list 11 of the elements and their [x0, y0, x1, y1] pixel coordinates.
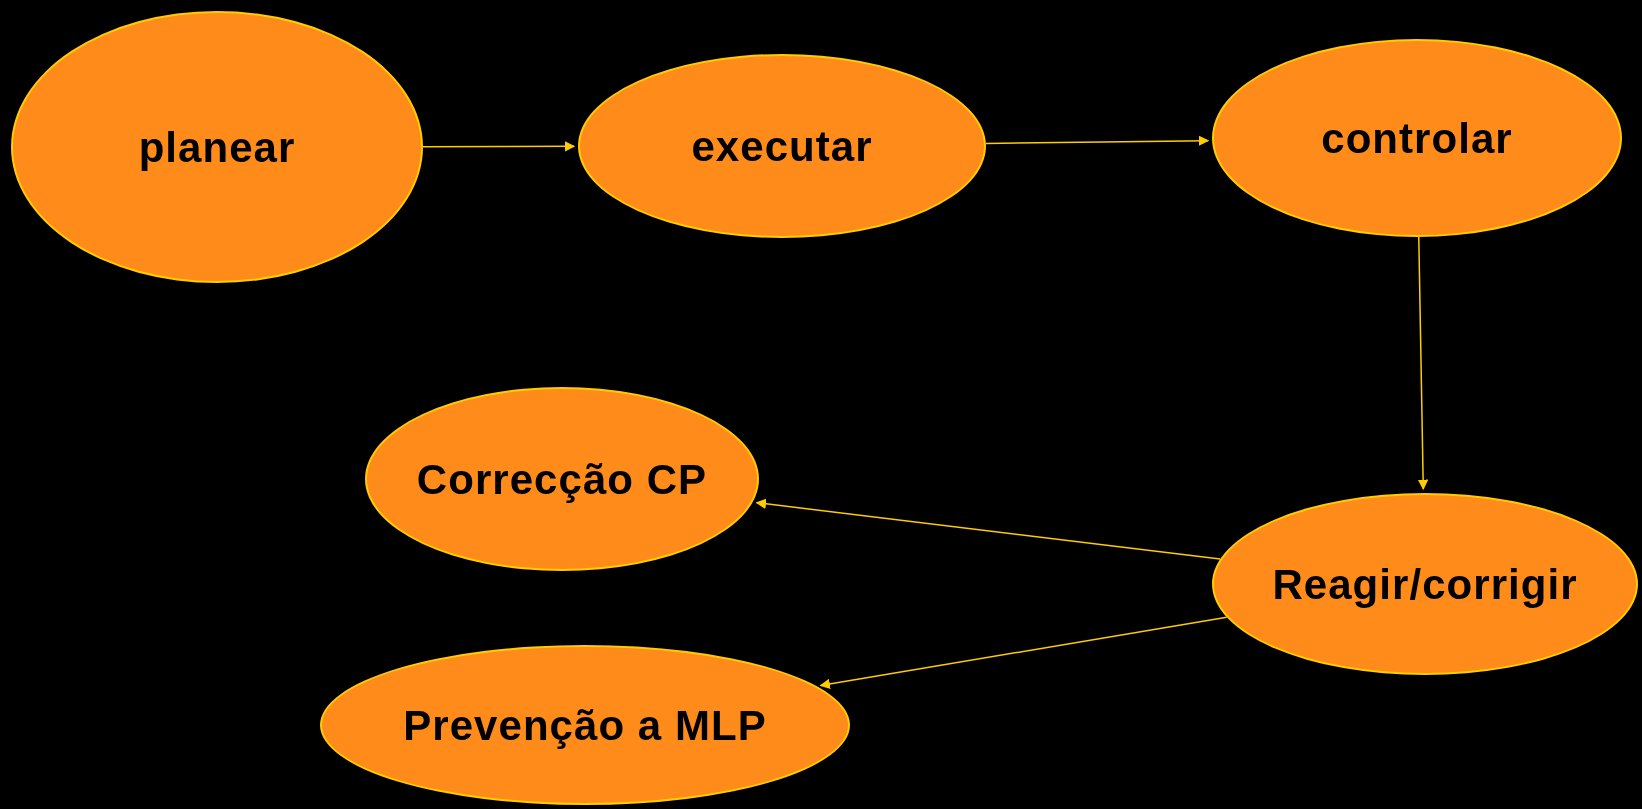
arrow	[422, 141, 576, 152]
arrow	[819, 616, 1228, 690]
arrow	[1417, 236, 1429, 491]
arrow	[755, 498, 1221, 560]
node-label: Correcção CP	[416, 454, 708, 505]
node-label: Prevenção a MLP	[403, 700, 767, 751]
node-label: Reagir/corrigir	[1272, 559, 1578, 610]
arrow	[985, 135, 1210, 146]
node-label: planear	[138, 122, 296, 173]
node-label: executar	[691, 121, 873, 172]
node-label: controlar	[1321, 113, 1513, 164]
